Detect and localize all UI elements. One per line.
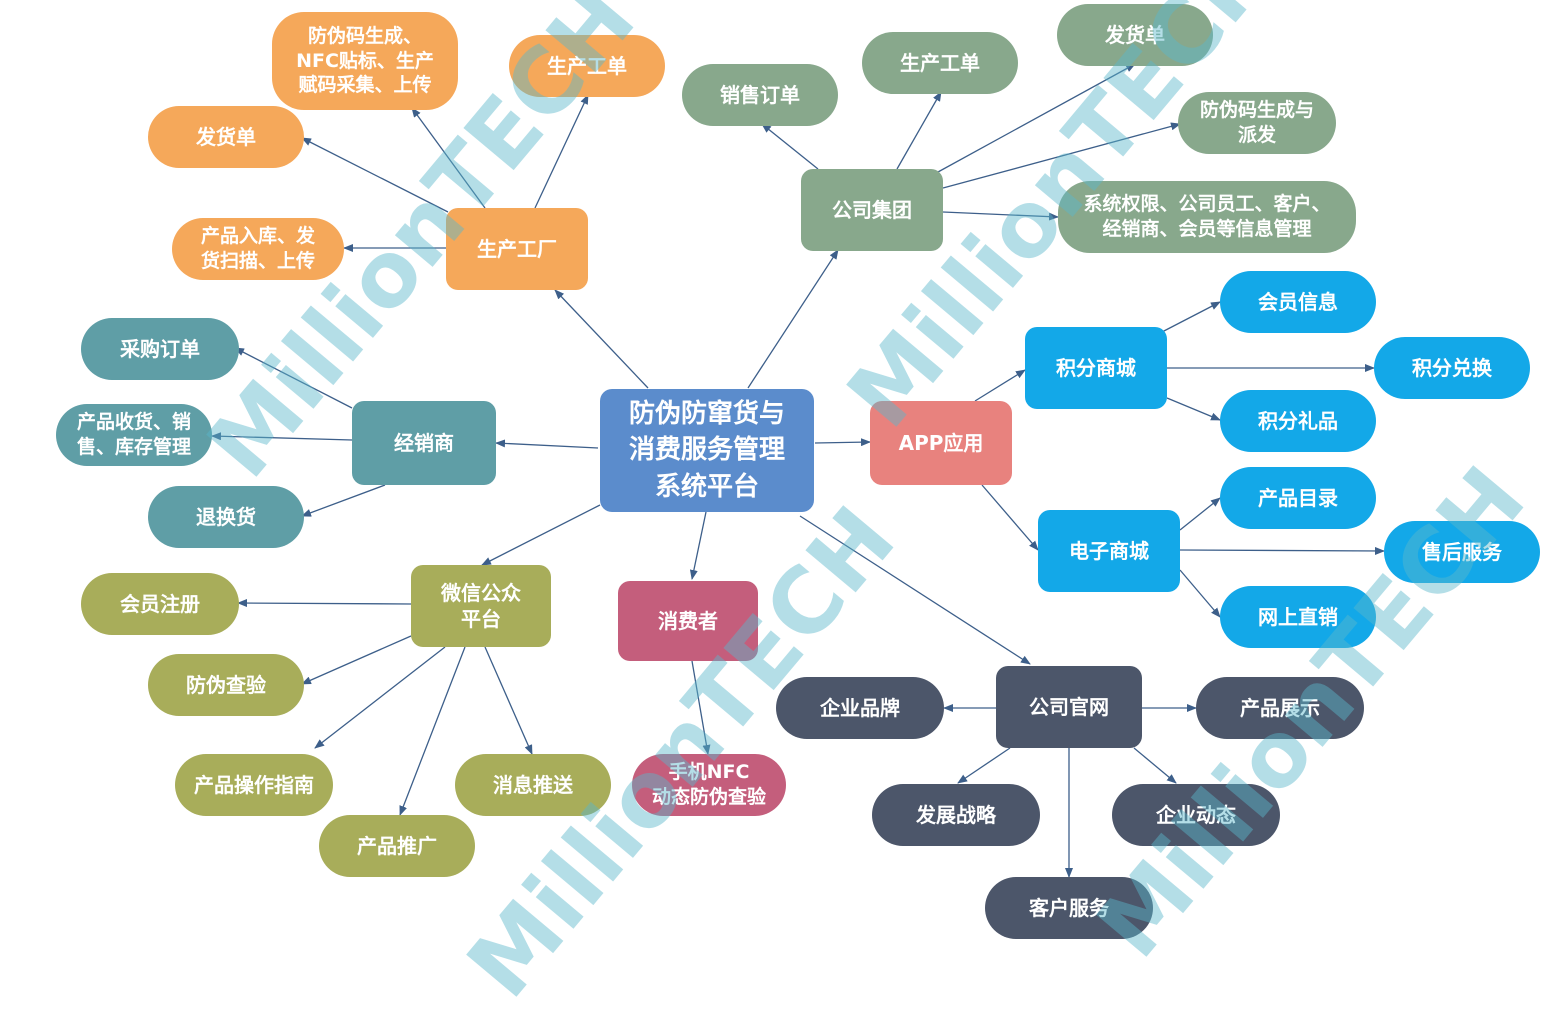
connector-arrow [301, 484, 386, 517]
wechat-child-promotion[interactable]: 产品推广 [319, 815, 475, 877]
factory-child-warehouse-scan[interactable]: 产品入库、发 货扫描、上传 [172, 218, 344, 280]
connector-arrow [942, 122, 1181, 189]
connector-arrow [942, 211, 1059, 221]
connector-arrow [399, 646, 466, 816]
connector-arrow [1179, 569, 1221, 618]
central-platform-node[interactable]: 防伪防窜货与 消费服务管理 系统平台 [600, 389, 814, 512]
group-child-code-distribution[interactable]: 防伪码生成与 派发 [1178, 92, 1336, 154]
dealer-node[interactable]: 经销商 [352, 401, 496, 485]
connector-arrow [1179, 497, 1221, 531]
connector-arrow [974, 369, 1026, 402]
connector-arrow [1179, 546, 1385, 555]
points-mall-child-member-info[interactable]: 会员信息 [1220, 271, 1376, 333]
company-website-node[interactable]: 公司官网 [996, 666, 1142, 748]
connector-arrow [957, 747, 1011, 784]
website-child-customer-service[interactable]: 客户服务 [985, 877, 1153, 939]
connector-arrow [481, 504, 601, 566]
e-mall-child-direct-sales[interactable]: 网上直销 [1220, 586, 1376, 648]
wechat-platform-node[interactable]: 微信公众 平台 [411, 565, 551, 647]
connector-arrow [896, 91, 942, 170]
connector-arrow [1133, 747, 1177, 784]
consumer-child-nfc-verification[interactable]: 手机NFC 动态防伪查验 [632, 754, 786, 816]
dealer-child-purchase-order[interactable]: 采购订单 [81, 318, 239, 380]
consumer-node[interactable]: 消费者 [618, 581, 758, 661]
connector-arrow [937, 63, 1136, 173]
connector-arrow [814, 438, 871, 447]
connector-arrow [301, 137, 449, 213]
wechat-child-message-push[interactable]: 消息推送 [455, 754, 611, 816]
connector-arrow [484, 646, 533, 755]
connector-arrow [1161, 301, 1221, 333]
group-node[interactable]: 公司集团 [801, 169, 943, 251]
factory-node[interactable]: 生产工厂 [446, 208, 588, 290]
connector-arrow [747, 249, 839, 389]
website-child-brand[interactable]: 企业品牌 [776, 677, 944, 739]
connector-arrow [237, 599, 412, 608]
website-child-news[interactable]: 企业动态 [1112, 784, 1280, 846]
connector-layer [211, 63, 1385, 878]
factory-child-anticounterfeit-code[interactable]: 防伪码生成、 NFC贴标、生产 赋码采集、上传 [272, 12, 458, 110]
e-mall-child-after-sales[interactable]: 售后服务 [1384, 521, 1540, 583]
app-node[interactable]: APP应用 [870, 401, 1012, 485]
connector-arrow [234, 347, 353, 409]
group-child-info-management[interactable]: 系统权限、公司员工、客户、 经销商、会员等信息管理 [1058, 181, 1356, 253]
connector-arrow [534, 94, 589, 209]
connector-arrow [495, 439, 599, 449]
e-mall-child-catalog[interactable]: 产品目录 [1220, 467, 1376, 529]
dealer-child-returns[interactable]: 退换货 [148, 486, 304, 548]
website-child-strategy[interactable]: 发展战略 [872, 784, 1040, 846]
connector-arrow [314, 646, 446, 749]
group-child-shipping-order[interactable]: 发货单 [1057, 4, 1213, 66]
connector-arrow [301, 635, 412, 685]
wechat-child-operation-guide[interactable]: 产品操作指南 [175, 754, 333, 816]
points-mall-child-gifts[interactable]: 积分礼品 [1220, 390, 1376, 452]
points-mall-child-redemption[interactable]: 积分兑换 [1374, 337, 1530, 399]
factory-child-shipping-order[interactable]: 发货单 [148, 106, 304, 168]
website-child-product-showcase[interactable]: 产品展示 [1196, 677, 1364, 739]
connector-arrow [211, 432, 353, 441]
group-child-sales-order[interactable]: 销售订单 [682, 64, 838, 126]
wechat-child-member-registration[interactable]: 会员注册 [81, 573, 239, 635]
connector-arrow [411, 107, 486, 209]
connector-arrow [554, 289, 649, 389]
connector-arrow [761, 123, 819, 170]
connector-arrow [691, 660, 711, 755]
points-mall-node[interactable]: 积分商城 [1025, 327, 1167, 409]
factory-child-production-order[interactable]: 生产工单 [509, 35, 665, 97]
connector-arrow [1166, 397, 1221, 421]
e-mall-node[interactable]: 电子商城 [1038, 510, 1180, 592]
wechat-child-verification[interactable]: 防伪查验 [148, 654, 304, 716]
group-child-production-order[interactable]: 生产工单 [862, 32, 1018, 94]
dealer-child-inventory-management[interactable]: 产品收货、销 售、库存管理 [56, 404, 212, 466]
connector-arrow [689, 511, 707, 580]
connector-arrow [981, 484, 1039, 551]
connector-arrow [799, 515, 1031, 665]
